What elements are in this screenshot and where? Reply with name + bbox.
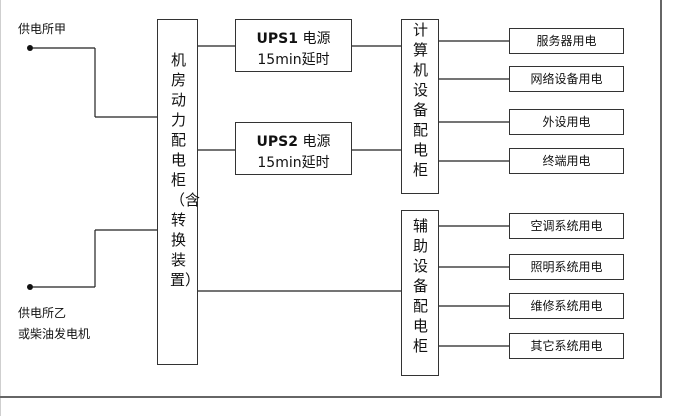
load-server: 服务器用电 [509, 28, 624, 54]
ups1-suffix: 电源 [298, 31, 331, 47]
auxiliary-equipment-cabinet: 辅助设备配电柜 [401, 210, 439, 376]
ups1-box: UPS1 电源 15min延时 [235, 19, 352, 72]
ups2-suffix: 电源 [298, 134, 331, 150]
load-terminal: 终端用电 [509, 148, 624, 174]
load-other: 其它系统用电 [509, 333, 624, 359]
right-border [660, 0, 662, 398]
ups1-delay: 15min延时 [257, 52, 330, 68]
load-air-conditioning: 空调系统用电 [509, 213, 624, 239]
source-b-terminal [27, 284, 33, 290]
auxiliary-equipment-cabinet-label: 辅助设备配电柜 [412, 217, 428, 355]
load-network: 网络设备用电 [509, 66, 624, 92]
load-peripheral: 外设用电 [509, 109, 624, 135]
ups2-name: UPS2 [256, 134, 298, 150]
ups2-delay: 15min延时 [257, 155, 330, 171]
computer-equipment-cabinet-label: 计算机设备配电柜 [412, 21, 428, 179]
ups2-box: UPS2 电源 15min延时 [235, 122, 352, 175]
computer-equipment-cabinet: 计算机设备配电柜 [401, 19, 439, 194]
load-lighting: 照明系统用电 [509, 254, 624, 280]
source-a-terminal [27, 45, 33, 51]
ups2-title: UPS2 电源 [236, 131, 351, 151]
source-a-label: 供电所甲 [18, 22, 67, 36]
ups1-title: UPS1 电源 [236, 28, 351, 48]
main-power-cabinet-label: 机房动力配电柜（含转换装置） [170, 51, 201, 289]
ups1-name: UPS1 [256, 31, 298, 47]
source-b-label: 供电所乙 [18, 306, 67, 320]
load-maintenance: 维修系统用电 [509, 293, 624, 319]
main-power-cabinet: 机房动力配电柜（含转换装置） [157, 19, 201, 365]
bottom-border [0, 396, 662, 398]
source-b-label-line2: 或柴油发电机 [18, 327, 91, 341]
